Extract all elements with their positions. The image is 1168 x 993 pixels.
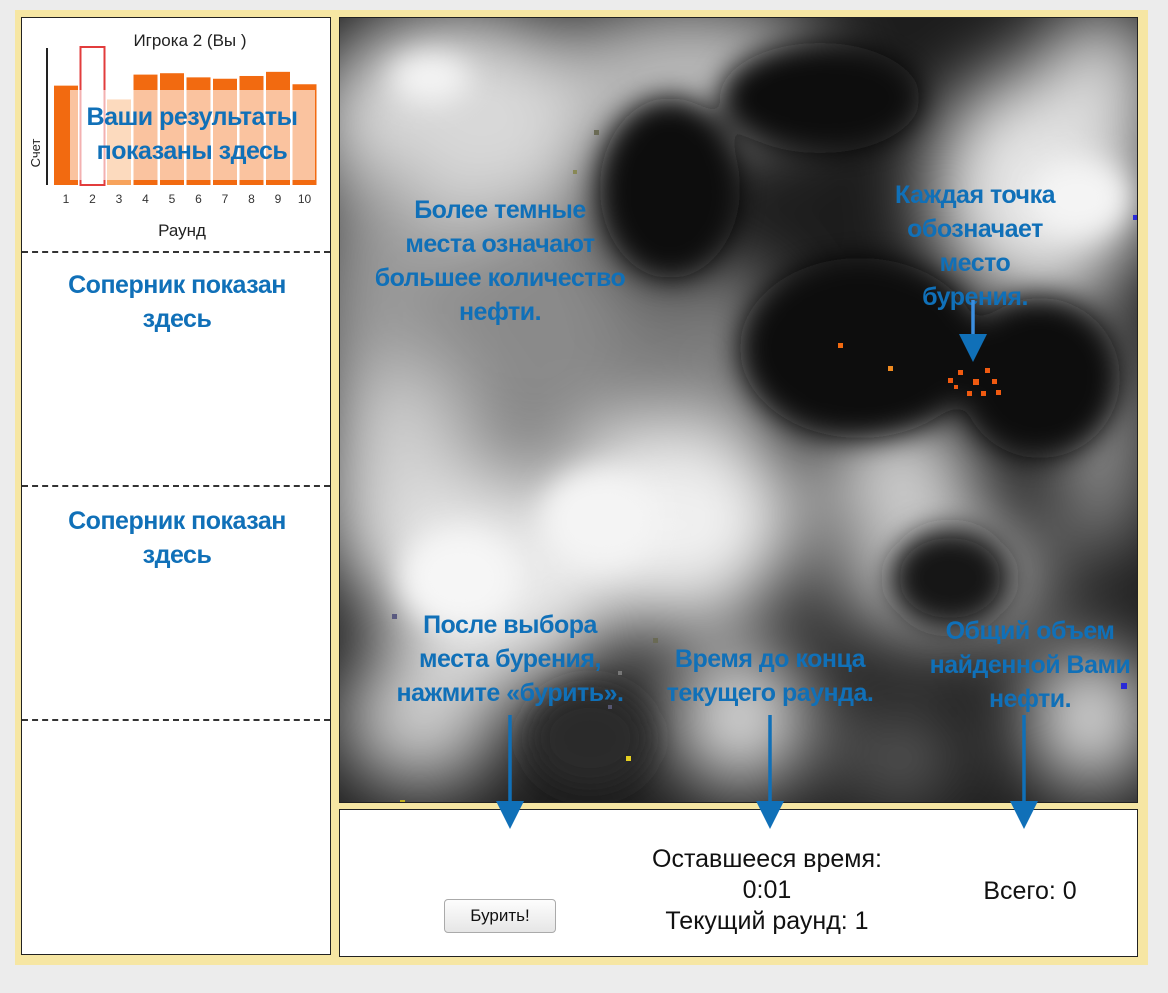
x-tick-label: 7 (222, 192, 229, 206)
drill-sites (392, 130, 1137, 802)
total-readout: Всего: 0 (940, 876, 1120, 907)
drill-point (996, 390, 1001, 395)
point-line-1: Каждая точка (895, 181, 1056, 209)
drill-point (594, 130, 599, 135)
time-value: 0:01 (742, 876, 792, 904)
x-tick-label: 5 (169, 192, 176, 206)
y-axis-label: Счет (28, 139, 43, 168)
players-panel: Игрока 2 (Вы ) Счет 1 2 3 4 5 6 7 8 9 10 Раунд Ва… (21, 17, 331, 955)
total-line-1: Общий объем (945, 617, 1115, 645)
x-tick-label: 3 (116, 192, 123, 206)
x-ticks: 1 2 3 4 5 6 7 8 9 10 (63, 192, 312, 206)
divider (22, 719, 330, 721)
drill-point (973, 379, 979, 385)
drill-point (958, 370, 963, 375)
chart-overlay (70, 90, 315, 180)
total-value: Всего: 0 (983, 877, 1077, 905)
round-label: Текущий раунд: 1 (665, 907, 869, 935)
time-line-1: Время до конца (674, 645, 866, 673)
drill-point (618, 671, 622, 675)
your-results-callout: Ваши результаты показаны здесь (62, 100, 322, 168)
after-line-2: места бурения, (419, 645, 601, 673)
drill-point (653, 638, 658, 643)
drill-point (967, 391, 972, 396)
darker-line-2: места означают (405, 230, 595, 258)
after-select-note: После выбора места бурения, нажмите «бур… (370, 608, 650, 710)
total-line-3: нефти. (988, 685, 1072, 713)
x-tick-label: 8 (248, 192, 255, 206)
opponent-1-line-2: здесь (142, 305, 212, 333)
drill-point (981, 391, 986, 396)
total-note: Общий объем найденной Вами нефти. (920, 614, 1137, 716)
drill-point (948, 378, 953, 383)
chart-title: Игрока 2 (Вы ) (133, 31, 246, 50)
oil-heatmap[interactable] (340, 18, 1138, 803)
bars (54, 46, 317, 186)
x-tick-label: 1 (63, 192, 70, 206)
drill-point (608, 705, 612, 709)
x-tick-label: 6 (195, 192, 202, 206)
time-readout: Оставшееся время: 0:01 Текущий раунд: 1 (602, 844, 932, 937)
x-tick-label: 10 (298, 192, 312, 206)
time-note: Время до конца текущего раунда. (645, 642, 895, 710)
oil-map[interactable]: Более темные места означают большее коли… (339, 17, 1138, 803)
drill-point (1133, 215, 1137, 220)
drill-point-note: Каждая точка обозначает место бурения. (860, 178, 1090, 314)
point-line-4: бурения. (922, 283, 1028, 311)
darker-line-3: большее количество (374, 264, 626, 292)
drill-point (573, 170, 577, 174)
time-label: Оставшееся время: (652, 845, 882, 873)
darker-areas-note: Более темные места означают большее коли… (350, 193, 650, 329)
total-line-2: найденной Вами (929, 651, 1131, 679)
opponent-1-line-1: Соперник показан (68, 271, 286, 299)
point-line-3: место (939, 249, 1011, 277)
drill-point (954, 385, 958, 389)
score-chart: Игрока 2 (Вы ) Счет 1 2 3 4 5 6 7 8 9 10 Раунд Ва… (22, 18, 332, 253)
opponent-2-line-1: Соперник показан (68, 507, 286, 535)
opponent-2-placeholder: Соперник показан здесь (22, 504, 332, 572)
x-tick-label: 9 (275, 192, 282, 206)
score-chart-svg: Игрока 2 (Вы ) Счет 1 2 3 4 5 6 7 8 9 10 Раунд (28, 31, 317, 240)
drill-point (626, 756, 631, 761)
drill-point (838, 343, 843, 348)
your-results-line-2: показаны здесь (96, 137, 288, 165)
darker-line-1: Более темные (414, 196, 586, 224)
after-line-3: нажмите «бурить». (396, 679, 624, 707)
drill-point (985, 368, 990, 373)
drill-button[interactable]: Бурить! (444, 899, 556, 933)
time-line-2: текущего раунда. (666, 679, 874, 707)
opponent-1-placeholder: Соперник показан здесь (22, 268, 332, 336)
point-line-2: обозначает (907, 215, 1043, 243)
drill-point (392, 614, 397, 619)
opponent-2-line-2: здесь (142, 541, 212, 569)
drill-point (888, 366, 893, 371)
drill-point (992, 379, 997, 384)
after-line-1: После выбора (423, 611, 597, 639)
x-tick-label: 4 (142, 192, 149, 206)
drill-point (1121, 683, 1127, 689)
divider (22, 485, 330, 487)
your-results-line-1: Ваши результаты (86, 103, 298, 131)
control-panel: Бурить! Оставшееся время: 0:01 Текущий р… (339, 809, 1138, 957)
divider (22, 251, 330, 253)
darker-line-4: нефти. (458, 298, 542, 326)
x-axis-label: Раунд (158, 221, 206, 240)
x-tick-label: 2 (89, 192, 96, 206)
drill-point (400, 800, 405, 802)
